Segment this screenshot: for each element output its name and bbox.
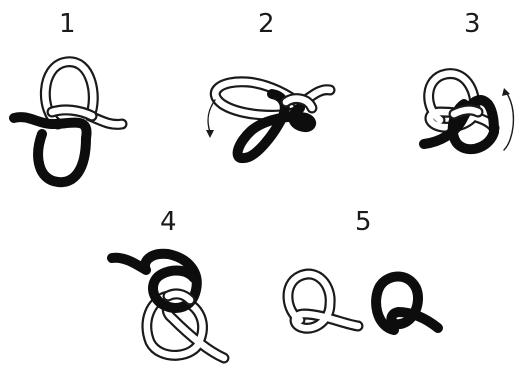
- step-2-number: 2: [258, 9, 275, 39]
- step-2: 2: [206, 9, 330, 158]
- step-3-white-crossing: [454, 110, 478, 114]
- step-5-white-knot: [288, 274, 358, 328]
- step-4-white-crossing: [168, 294, 190, 300]
- step-1-black-loop: [14, 117, 87, 182]
- step-1-number: 1: [59, 9, 76, 39]
- step-4-number: 4: [160, 207, 177, 237]
- step-3-number: 3: [464, 9, 481, 39]
- step-5-black-knot: [376, 277, 438, 331]
- step-4: 4: [112, 207, 224, 358]
- step-3-rotate-arrow: [502, 88, 513, 150]
- step-2-rotate-arrow: [206, 100, 215, 138]
- step-1-white-crossing: [52, 110, 92, 116]
- step-1: 1: [14, 9, 122, 182]
- step-3: 3: [424, 9, 513, 150]
- step-5: 5: [288, 207, 438, 330]
- step-5-number: 5: [355, 207, 372, 237]
